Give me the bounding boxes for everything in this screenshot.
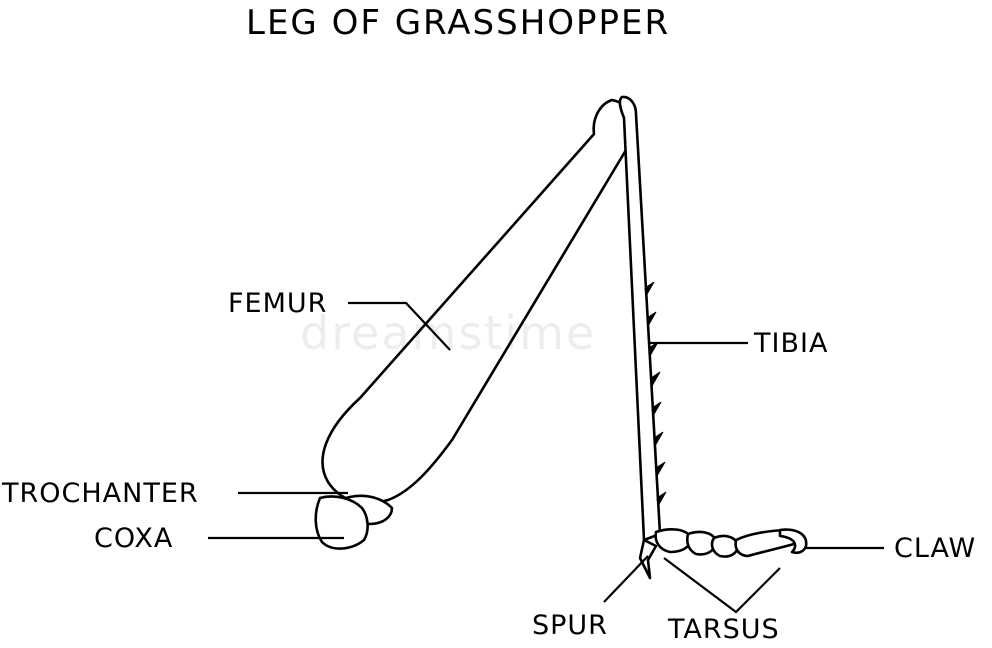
claw-shape <box>778 528 808 555</box>
tibia-label: TIBIA <box>754 328 829 359</box>
spur-label: SPUR <box>532 610 608 641</box>
femur-shape <box>321 98 636 505</box>
femur-leader-line <box>348 301 451 351</box>
coxa-shape <box>314 495 369 550</box>
tarsus-label: TARSUS <box>668 614 780 645</box>
tibia-shape <box>618 95 662 542</box>
tarsus-leader-line <box>663 557 781 614</box>
claw-label: CLAW <box>894 533 977 564</box>
watermark-text: dreamstime <box>300 306 597 360</box>
trochanter-label: TROCHANTER <box>2 478 199 509</box>
diagram-title: LEG OF GRASSHOPPER <box>246 3 671 43</box>
spur-leader-line <box>603 555 649 603</box>
tibia-spines <box>644 281 667 508</box>
coxa-label: COXA <box>94 523 174 554</box>
spur-shape <box>638 538 658 580</box>
femur-label: FEMUR <box>228 288 328 319</box>
tarsus-segments <box>654 528 799 558</box>
